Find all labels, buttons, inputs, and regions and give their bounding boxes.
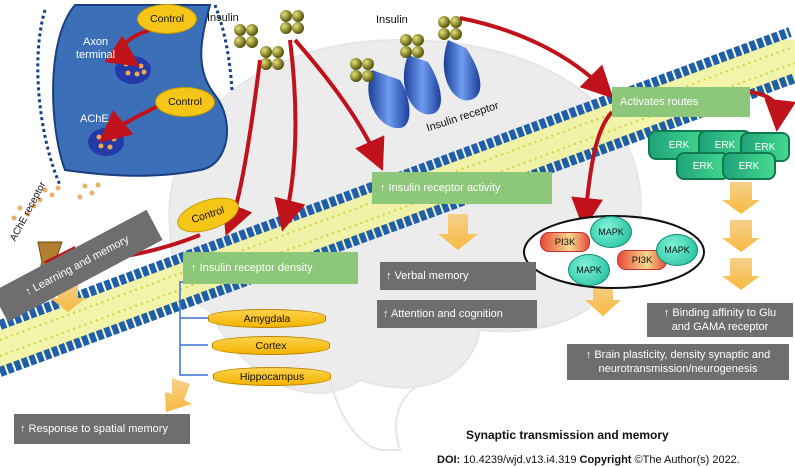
erk-node: ERK [722,152,776,180]
insulin-label-top: Insulin [376,14,408,26]
erk-node: ERK [676,152,730,180]
pi3k-node: PI3K [617,250,667,270]
doi-line: DOI: 10.4239/wjd.v13.i4.319 Copyright ©T… [437,454,740,466]
pi3k-node: PI3K [540,232,590,252]
mapk-node: MAPK [590,216,632,248]
ache-label: AChE [80,113,109,125]
receptor-density-box: ↑ Insulin receptor density [183,252,358,284]
control-oval-1: Control [137,4,197,34]
axon-terminal-label: Axon terminal [76,36,116,61]
region-hippocampus: Hippocampus [213,367,331,386]
copyright-value: ©The Author(s) 2022. [634,454,740,466]
control-oval-2: Control [155,87,215,117]
doi-value: 10.4239/wjd.v13.i4.319 [463,454,577,466]
insulin-label-left: Insulin [207,12,239,24]
receptor-activity-box: ↑ Insulin receptor activity [372,172,552,204]
activates-routes-box: Activates routes [612,87,750,117]
copyright-label: Copyright [579,454,632,466]
binding-affinity-box: ↑ Binding affinity to Glu and GAMA recep… [647,303,793,337]
doi-label: DOI: [437,454,461,466]
insulin-receptors [368,40,481,129]
tan-arrows [50,182,760,412]
released-molecules [11,182,101,221]
region-amygdala: Amygdala [208,309,326,328]
region-cortex: Cortex [212,336,330,355]
figure-title: Synaptic transmission and memory [466,428,669,442]
verbal-memory-box: ↑ Verbal memory [380,262,536,290]
plasticity-box: ↑ Brain plasticity, density synaptic and… [567,344,789,380]
spatial-memory-box: ↑ Response to spatial memory [14,414,190,444]
mapk-node: MAPK [568,254,610,286]
insulin-clusters [234,10,462,82]
attention-box: ↑ Attention and cognition [377,300,537,328]
mapk-node: MAPK [656,234,698,266]
